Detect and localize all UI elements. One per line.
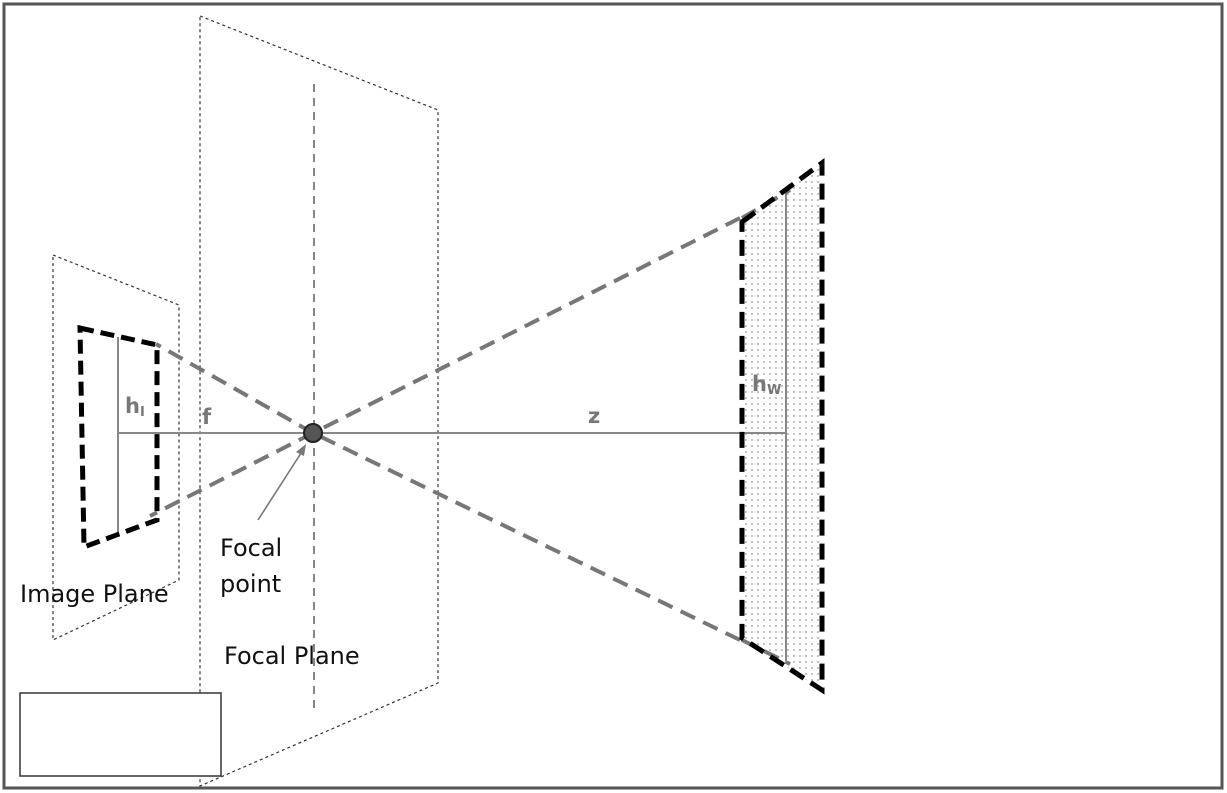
image-height-symbol: hI (125, 394, 145, 420)
image-object-outline (77, 324, 160, 551)
world-object-outline (739, 158, 825, 695)
focal-length-symbol: f (202, 405, 212, 429)
world-height-symbol: hW (752, 372, 781, 398)
image-plane-label: Image Plane (20, 580, 169, 608)
distance-symbol: z (588, 404, 600, 428)
world-object-fill (742, 163, 822, 690)
image-plane (52, 254, 180, 641)
projection-ray-top-image (155, 342, 314, 435)
focal-point-pointer-arrowhead (296, 444, 306, 456)
projection-ray-top-world (312, 216, 741, 435)
projection-ray-bottom-image (149, 431, 314, 518)
focal-plane (199, 15, 439, 787)
focal-point-label-line1: Focal (220, 534, 282, 562)
empty-box (19, 692, 222, 777)
projection-ray-bottom-world (312, 431, 741, 642)
focal-plane-label: Focal Plane (224, 642, 360, 670)
focal-point-label-line2: point (220, 570, 281, 598)
focal-point-dot (303, 423, 323, 443)
focal-point-pointer-line (257, 449, 304, 521)
